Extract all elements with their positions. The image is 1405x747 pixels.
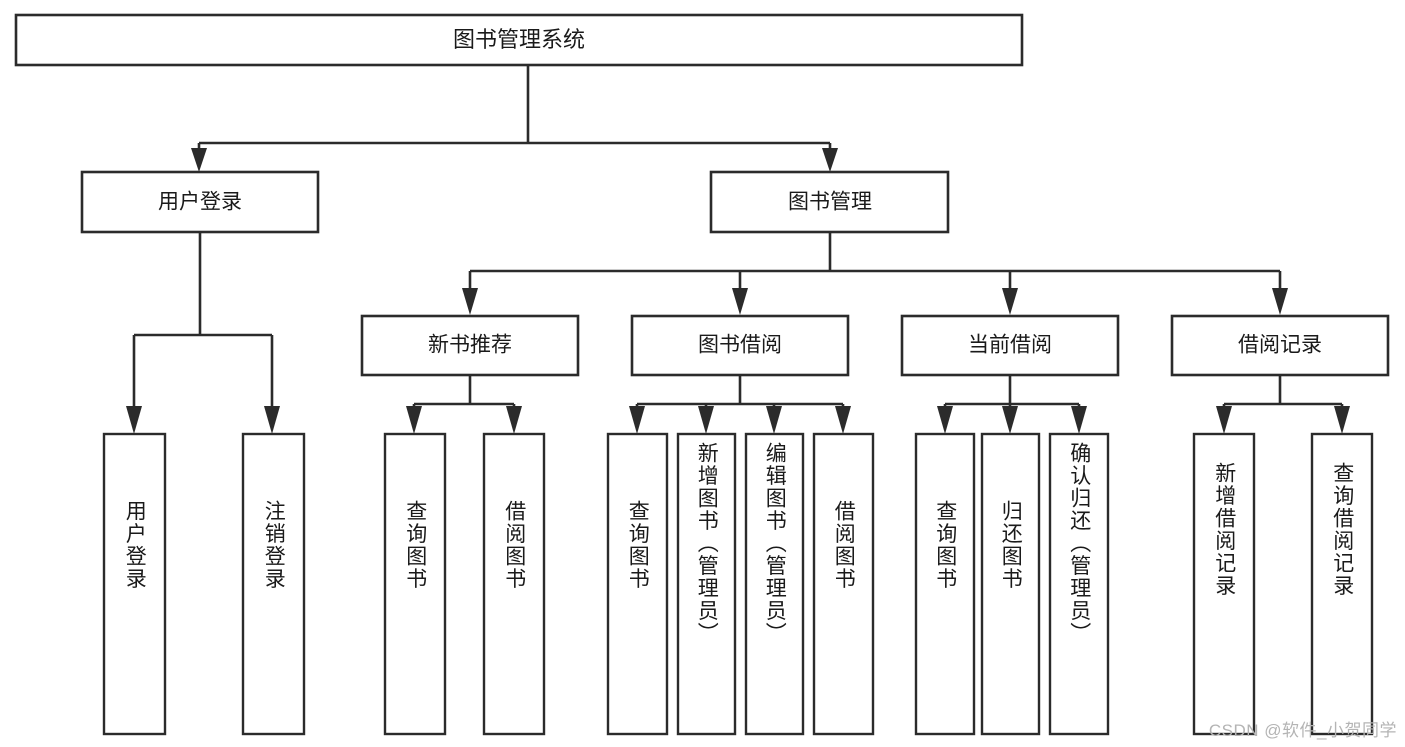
arrow-to-current-borrow xyxy=(1002,288,1018,315)
arrow-leaf-borrow-book-1 xyxy=(506,406,522,434)
node-leaf-borrow-book-1[interactable] xyxy=(482,432,546,736)
node-book-manage[interactable]: 图书管理 xyxy=(709,170,950,234)
node-leaf-edit-book[interactable] xyxy=(744,432,805,736)
arrow-to-user-login xyxy=(191,148,207,172)
node-book-borrow[interactable]: 图书借阅 xyxy=(630,314,850,377)
node-leaf-query-book-2[interactable] xyxy=(606,432,669,736)
node-leaf-query-book-3[interactable] xyxy=(914,432,976,736)
arrow-leaf-return-book xyxy=(1002,406,1018,434)
node-leaf-user-login[interactable] xyxy=(102,432,167,736)
arrow-to-new-book-rec xyxy=(462,288,478,315)
arrow-leaf-edit-book xyxy=(766,406,782,434)
node-leaf-query-book-1[interactable] xyxy=(383,432,447,736)
arrow-leaf-add-book xyxy=(698,406,714,434)
node-current-borrow[interactable]: 当前借阅 xyxy=(900,314,1120,377)
node-root-system-label: 图书管理系统 xyxy=(453,27,585,52)
node-leaf-confirm-return[interactable] xyxy=(1048,432,1110,736)
node-leaf-return-book[interactable] xyxy=(980,432,1041,736)
node-leaf-add-book[interactable] xyxy=(676,432,737,736)
arrow-leaf-query-book-2 xyxy=(629,406,645,434)
node-new-book-rec[interactable]: 新书推荐 xyxy=(360,314,580,377)
node-leaf-borrow-book-2[interactable] xyxy=(812,432,875,736)
node-borrow-record-label: 借阅记录 xyxy=(1238,334,1322,357)
node-leaf-add-record[interactable] xyxy=(1192,432,1256,736)
node-book-borrow-label: 图书借阅 xyxy=(698,334,782,357)
arrow-leaf-query-record xyxy=(1334,406,1350,434)
arrow-leaf-add-record xyxy=(1216,406,1232,434)
node-borrow-record[interactable]: 借阅记录 xyxy=(1170,314,1390,377)
node-user-login-label: 用户登录 xyxy=(158,191,242,214)
node-new-book-rec-label: 新书推荐 xyxy=(428,334,512,357)
node-leaf-logout-login[interactable] xyxy=(241,432,306,736)
arrow-leaf-borrow-book-2 xyxy=(835,406,851,434)
csdn-watermark: CSDN @软件_小贺同学 xyxy=(1208,721,1397,740)
arrow-to-book-borrow xyxy=(732,288,748,315)
node-user-login[interactable]: 用户登录 xyxy=(80,170,320,234)
node-book-manage-label: 图书管理 xyxy=(788,191,872,214)
arrow-leaf-logout-login xyxy=(264,406,280,434)
node-current-borrow-label: 当前借阅 xyxy=(968,334,1052,357)
arrow-to-borrow-record xyxy=(1272,288,1288,315)
arrow-leaf-query-book-3 xyxy=(937,406,953,434)
arrow-leaf-user-login xyxy=(126,406,142,434)
node-leaf-query-record[interactable] xyxy=(1310,432,1374,736)
arrow-leaf-query-book-1 xyxy=(406,406,422,434)
arrow-to-book-manage xyxy=(822,148,838,172)
node-root-system[interactable]: 图书管理系统 xyxy=(14,13,1024,67)
arrow-leaf-confirm-return xyxy=(1071,406,1087,434)
